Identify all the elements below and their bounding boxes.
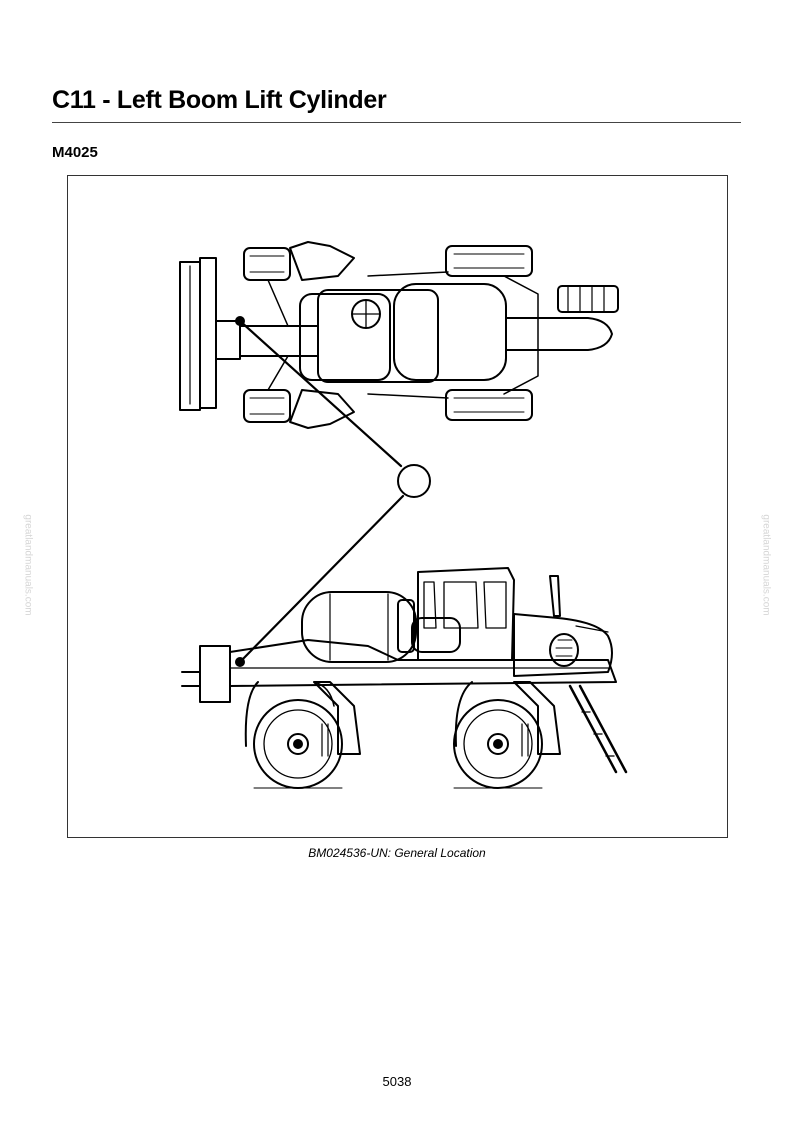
title-divider <box>52 122 741 123</box>
watermark-right: greatlandmanuals.com <box>760 514 772 616</box>
callout-circle <box>397 464 431 498</box>
callout-point-side <box>235 657 245 667</box>
page-title: C11 - Left Boom Lift Cylinder <box>52 86 387 114</box>
model-label: M4025 <box>52 144 98 161</box>
top-view-machine <box>179 241 619 429</box>
location-callout <box>235 316 431 667</box>
sprayer-illustration <box>179 241 628 789</box>
location-figure <box>67 175 728 838</box>
callout-point-top <box>235 316 245 326</box>
figure-caption: BM024536-UN: General Location <box>308 846 486 860</box>
page-number: 5038 <box>382 1074 412 1089</box>
side-view-machine <box>181 567 628 789</box>
watermark-left: greatlandmanuals.com <box>22 514 34 616</box>
